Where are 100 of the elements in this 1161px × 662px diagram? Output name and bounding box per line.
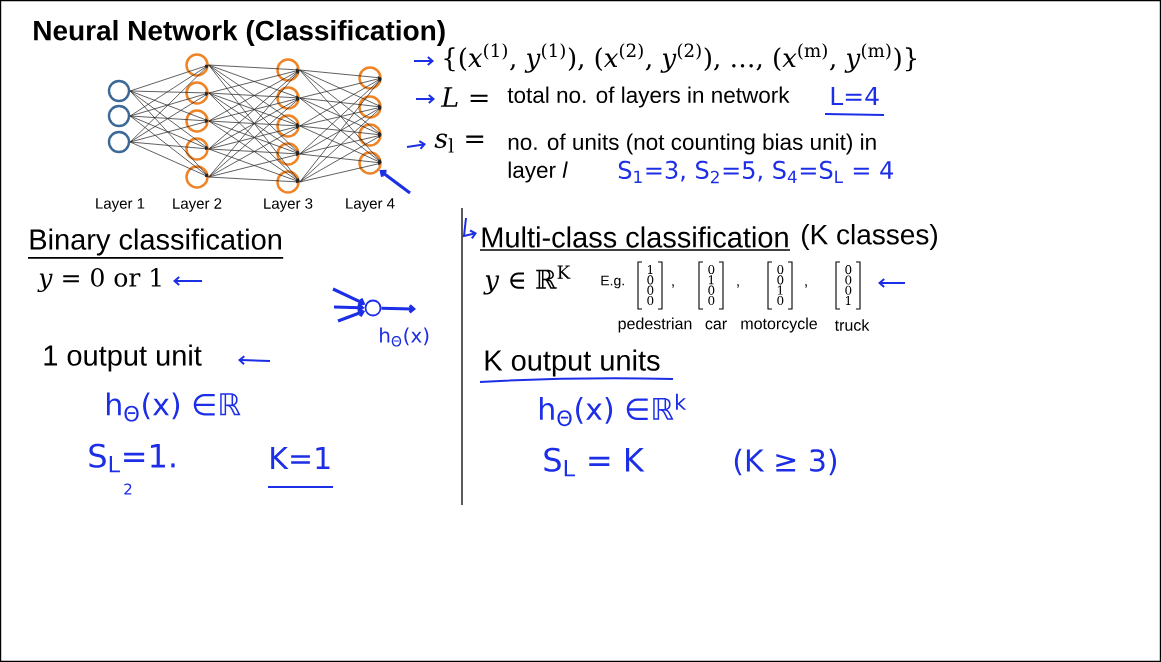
handwritten-note: K=1 (271, 447, 330, 469)
comma: , (805, 284, 807, 288)
heading: (K classes) (802, 223, 937, 251)
output-arrow (381, 304, 416, 314)
connection-arrow (299, 153, 382, 164)
heading: K output units (485, 349, 660, 377)
column-vector: 1 0 0 0 (637, 261, 663, 310)
connection-arrow (299, 78, 382, 155)
neuron-circle (276, 142, 300, 166)
handwritten-note: L=4 (831, 86, 879, 106)
connection-arrow (208, 92, 300, 100)
connection-arrow (299, 125, 382, 163)
connection-arrow (299, 78, 382, 183)
heading: Multi-class classification (479, 226, 791, 251)
connection-arrow (208, 148, 300, 156)
input-arrow (337, 308, 366, 323)
neuron-circle (358, 151, 382, 175)
layer-label: Layer 3 (264, 198, 313, 212)
formula: L = (440, 87, 488, 107)
class-label: car (705, 320, 727, 330)
connection-arrow (129, 90, 209, 177)
connection-arrow (299, 97, 382, 163)
example-label: E.g. (601, 275, 624, 289)
connection-arrow (299, 77, 382, 99)
connection-arrow (129, 65, 209, 117)
neuron-circle (107, 79, 131, 103)
neuron-circle (185, 81, 209, 105)
heading: 1 output unit (44, 344, 202, 372)
neuron-circle (364, 299, 382, 317)
neuron-circle (276, 58, 300, 82)
connection-arrow (208, 176, 300, 184)
handwritten-note: (K ≥ 3) (734, 448, 837, 476)
neuron-circle (185, 53, 209, 77)
connection-arrow (299, 125, 382, 136)
connection-arrow (129, 141, 209, 177)
connection-arrow (299, 69, 382, 135)
class-label: pedestrian (618, 317, 692, 333)
connection-arrow (129, 65, 209, 143)
layer-label: Layer 4 (346, 198, 395, 212)
pointer-arrow (379, 169, 411, 195)
title: Neural Network (Classification) (34, 19, 445, 47)
neuron-circle (276, 86, 300, 110)
formula: s$_{l}$ = (434, 133, 484, 153)
connection-arrow (299, 106, 382, 127)
neuron-circle (185, 137, 209, 161)
connection-arrow (129, 90, 209, 95)
connection-arrow (208, 64, 300, 72)
column-vector: 0 0 1 0 (767, 261, 793, 310)
connection-arrow (129, 115, 209, 149)
connection-arrow (129, 115, 209, 123)
connection-arrow (129, 93, 209, 143)
comma: , (672, 284, 674, 288)
neuron-circle (276, 170, 300, 194)
neuron-circle (185, 165, 209, 189)
connection-arrow (299, 97, 382, 108)
handwritten-note: 2 (124, 483, 132, 495)
handwritten-note: S$_{1}$=3, S$_{2}$=5, S$_{4}$=S$_{L}$ = 4 (618, 160, 893, 184)
connection-arrow (208, 64, 300, 126)
handwritten-note: h$_{Θ}$(x) ∈ℝ$^{k}$ (540, 393, 687, 427)
formula: {(x$^{(1)}$, y$^{(1)}$), (x$^{(2)}$, y$^{(2)}$), …, (x$^{(m)}$, y$^{(m)}$)} (444, 43, 916, 73)
handwritten-note: h$_{Θ}$(x) (380, 327, 429, 347)
connection-arrow (208, 126, 300, 178)
definition-text: total no. of layers in network (507, 86, 790, 108)
class-label: motorcycle (741, 317, 817, 333)
class-label: truck (834, 319, 870, 331)
connection-arrow (208, 92, 300, 154)
connection-arrow (299, 69, 382, 163)
connection-arrow (299, 162, 382, 183)
handwritten-note: S$_{L}$=1. (89, 443, 175, 473)
connection-arrow (208, 120, 300, 182)
connection-arrow (208, 98, 300, 150)
connection-arrow (129, 141, 209, 151)
column-vector: 0 1 0 0 (698, 261, 724, 310)
connection-arrow (299, 107, 382, 155)
definition-text: layer l (508, 161, 568, 183)
definition-text: no. of units (not counting bias unit) in (508, 133, 876, 155)
neuron-circle (185, 109, 209, 133)
neuron-circle (107, 104, 131, 128)
layer-label: Layer 2 (173, 198, 222, 212)
neuron-circle (358, 95, 382, 119)
neuron-circle (358, 66, 382, 90)
heading: Binary classification (27, 228, 284, 259)
connection-arrow (299, 78, 382, 127)
column-vector: 0 0 0 1 (835, 261, 861, 310)
connection-arrow (129, 115, 209, 177)
neuron-circle (276, 114, 300, 138)
connection-arrow (299, 69, 382, 80)
connection-arrow (299, 69, 382, 107)
connection-arrow (299, 97, 382, 135)
connection-arrow (299, 134, 382, 155)
connection-arrow (208, 70, 300, 122)
neuron-circle (358, 123, 382, 147)
connection-arrow (129, 120, 209, 143)
formula: y ∈ ℝ$^{K}$ (483, 265, 571, 295)
connection-arrow (299, 135, 382, 183)
handwritten-note: h$_{Θ}$(x) ∈ℝ (107, 392, 241, 422)
neuron-circle (107, 130, 131, 154)
formula: y = 0 or 1 (37, 267, 161, 293)
comma: , (737, 284, 739, 288)
input-arrow (332, 287, 366, 307)
